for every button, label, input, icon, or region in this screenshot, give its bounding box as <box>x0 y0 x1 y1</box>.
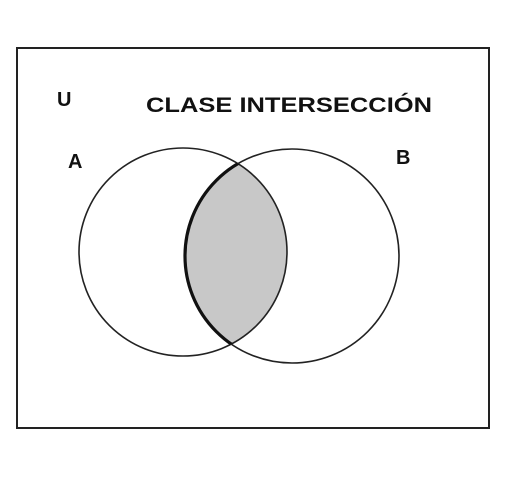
set-b-label: B <box>396 147 410 169</box>
set-a-label: A <box>68 151 82 173</box>
diagram-title: CLASE INTERSECCIÓN <box>146 93 432 117</box>
intersection-region <box>185 149 287 356</box>
set-a-circle <box>78 147 288 357</box>
intersection-outline-b <box>183 148 287 356</box>
universe-label: U <box>57 89 71 111</box>
